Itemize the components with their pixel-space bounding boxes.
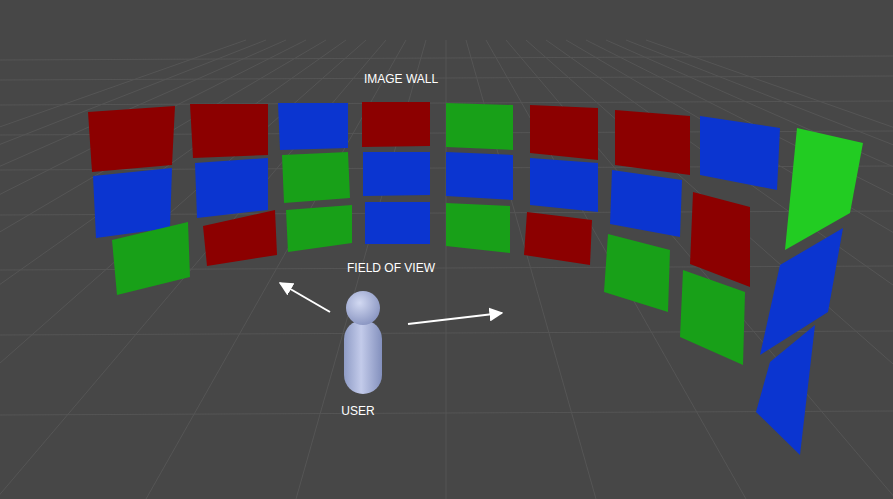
wall-label: IMAGE WALL xyxy=(364,72,438,86)
image-panel xyxy=(278,103,348,150)
floor-grid xyxy=(0,40,893,499)
image-panel xyxy=(530,105,598,160)
image-panel xyxy=(760,228,843,355)
image-panel xyxy=(446,152,513,200)
grid-line xyxy=(0,331,893,335)
image-panel xyxy=(112,222,190,295)
image-panel xyxy=(363,152,430,196)
grid-line xyxy=(0,56,893,60)
image-panel xyxy=(610,170,682,237)
image-panel xyxy=(365,202,430,244)
image-panel xyxy=(282,152,350,203)
user-body xyxy=(344,320,382,394)
grid-line xyxy=(0,76,893,80)
image-panel xyxy=(446,203,510,253)
image-panel xyxy=(680,270,745,365)
image-panel xyxy=(700,116,780,190)
grid-line xyxy=(646,40,893,499)
image-panel xyxy=(524,212,592,265)
image-panel xyxy=(785,128,863,250)
image-panel xyxy=(446,103,513,150)
view-label: FIELD OF VIEW xyxy=(347,261,435,275)
image-panel xyxy=(362,102,430,147)
image-panel xyxy=(604,234,670,312)
grid-line xyxy=(506,40,893,499)
image-panel xyxy=(690,192,750,287)
image-wall xyxy=(88,102,863,455)
image-panel xyxy=(195,158,268,218)
grid-line xyxy=(586,40,893,499)
user-head xyxy=(346,291,380,325)
grid-line xyxy=(566,40,893,499)
user-figure xyxy=(344,291,382,394)
image-panel xyxy=(93,168,172,238)
image-panel xyxy=(286,205,352,252)
image-panel xyxy=(615,110,690,175)
view-arrow xyxy=(280,283,330,312)
image-panel xyxy=(756,325,815,455)
image-panel xyxy=(190,104,268,158)
image-panel xyxy=(530,158,598,212)
image-panel xyxy=(88,106,175,172)
view-arrow xyxy=(408,313,502,324)
grid-line xyxy=(526,40,893,499)
user-label: USER xyxy=(341,404,374,418)
image-panel xyxy=(203,210,277,266)
